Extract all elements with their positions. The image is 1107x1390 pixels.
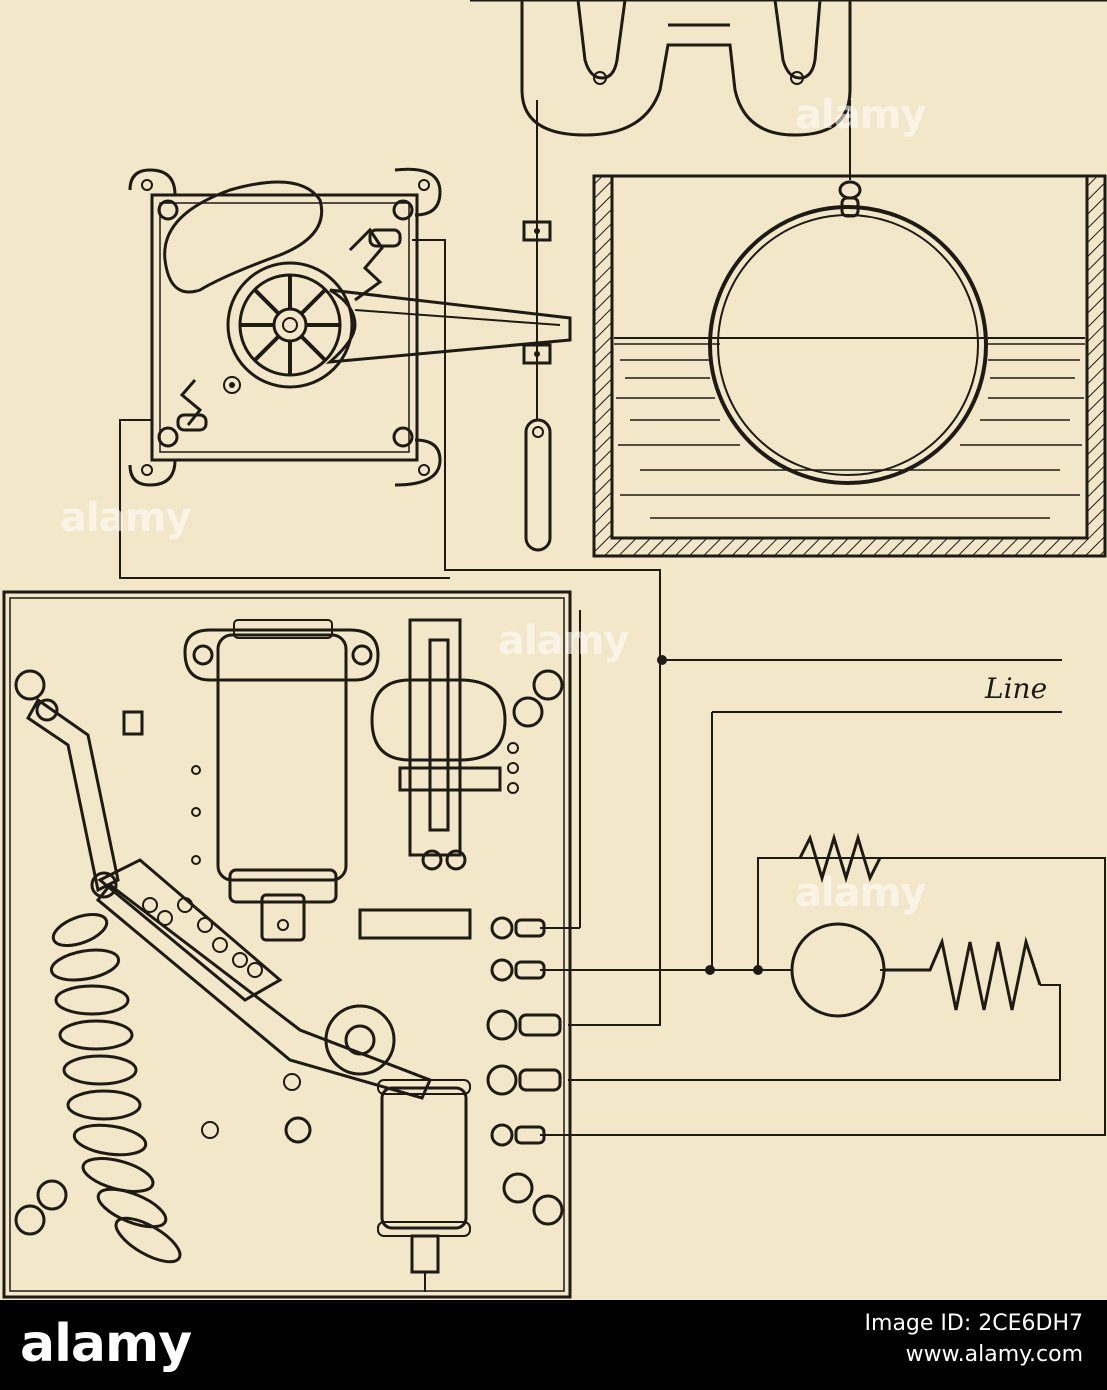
wiring-diagram bbox=[2, 0, 1107, 1299]
watermark: alamy bbox=[498, 618, 629, 664]
starter-panel bbox=[2, 590, 572, 1299]
float-switch bbox=[128, 167, 572, 487]
motor-circuit bbox=[790, 832, 1042, 1018]
wiring bbox=[119, 239, 1106, 1136]
site-url: www.alamy.com bbox=[905, 1342, 1083, 1367]
watermark: alamy bbox=[795, 870, 926, 916]
stock-footer: alamy Image ID: 2CE6DH7 www.alamy.com bbox=[0, 1300, 1107, 1390]
float-tank bbox=[592, 174, 1107, 558]
watermark: alamy bbox=[60, 495, 191, 541]
line-label: Line bbox=[985, 672, 1048, 705]
counterweight bbox=[522, 220, 552, 552]
watermark: alamy bbox=[795, 92, 926, 138]
alamy-logo: alamy bbox=[20, 1314, 192, 1374]
pulley-assembly bbox=[470, 0, 1107, 420]
image-id: Image ID: 2CE6DH7 bbox=[864, 1311, 1083, 1336]
